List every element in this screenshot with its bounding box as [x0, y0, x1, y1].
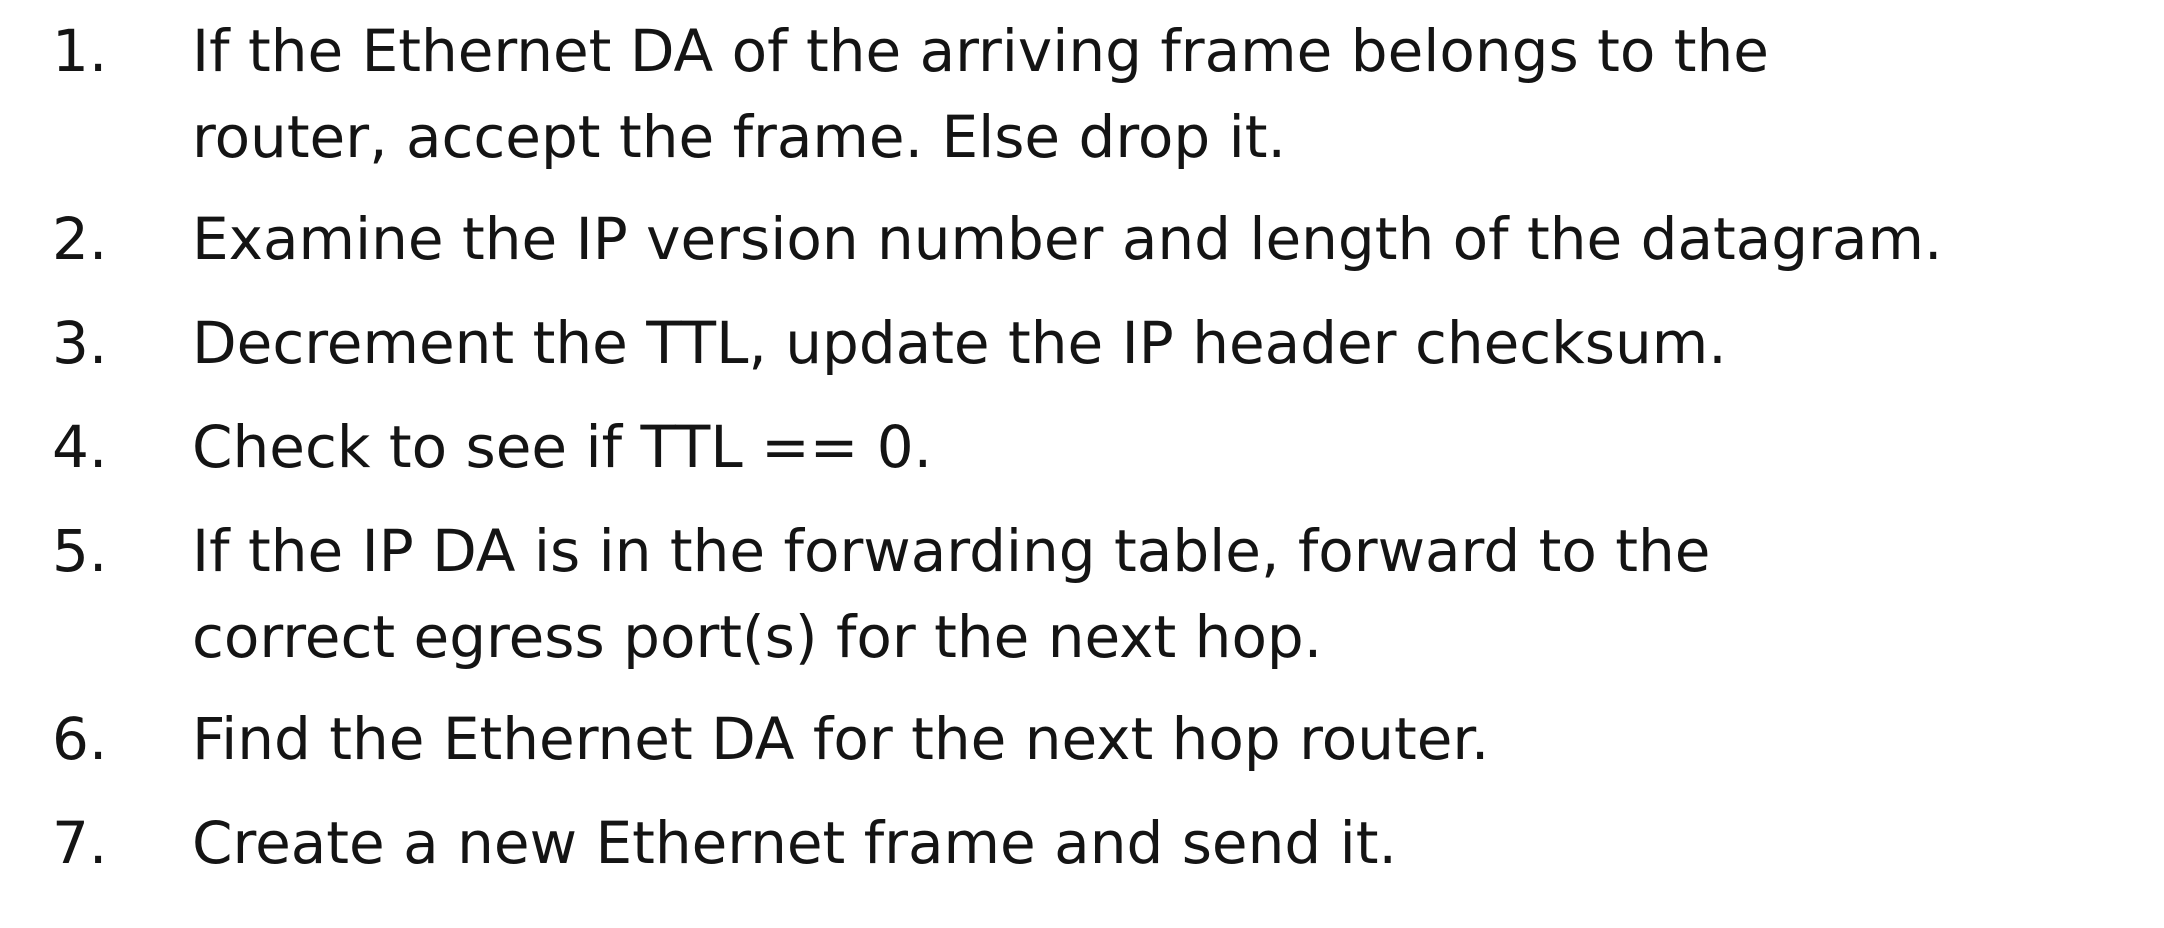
step-number: 3.: [52, 309, 108, 377]
step-number: 7.: [52, 809, 108, 877]
step-text-line: Find the Ethernet DA for the next hop ro…: [192, 705, 1490, 773]
step-text-line: If the Ethernet DA of the arriving frame…: [192, 17, 1769, 85]
step-text: Create a new Ethernet frame and send it.: [192, 800, 1397, 886]
step-text: If the Ethernet DA of the arriving frame…: [192, 8, 1769, 180]
step-text-line: Examine the IP version number and length…: [192, 205, 1943, 273]
step-text: Check to see if TTL == 0.: [192, 404, 932, 490]
step-number: 5.: [52, 517, 108, 585]
step-text-line: Create a new Ethernet frame and send it.: [192, 809, 1397, 877]
step-text-line: If the IP DA is in the forwarding table,…: [192, 517, 1711, 585]
step-text: If the IP DA is in the forwarding table,…: [192, 508, 1710, 680]
step-number: 4.: [52, 413, 108, 481]
step-text-line: router, accept the frame. Else drop it.: [192, 103, 1286, 171]
step-number: 6.: [52, 705, 108, 773]
step-text: Decrement the TTL, update the IP header …: [192, 300, 1727, 386]
step-number: 1.: [52, 17, 108, 85]
step-text-line: Check to see if TTL == 0.: [192, 413, 933, 481]
step-number: 2.: [52, 205, 108, 273]
step-text: Examine the IP version number and length…: [192, 196, 1942, 282]
step-text: Find the Ethernet DA for the next hop ro…: [192, 696, 1489, 782]
step-text-line: correct egress port(s) for the next hop.: [192, 603, 1323, 671]
step-text-line: Decrement the TTL, update the IP header …: [192, 309, 1727, 377]
